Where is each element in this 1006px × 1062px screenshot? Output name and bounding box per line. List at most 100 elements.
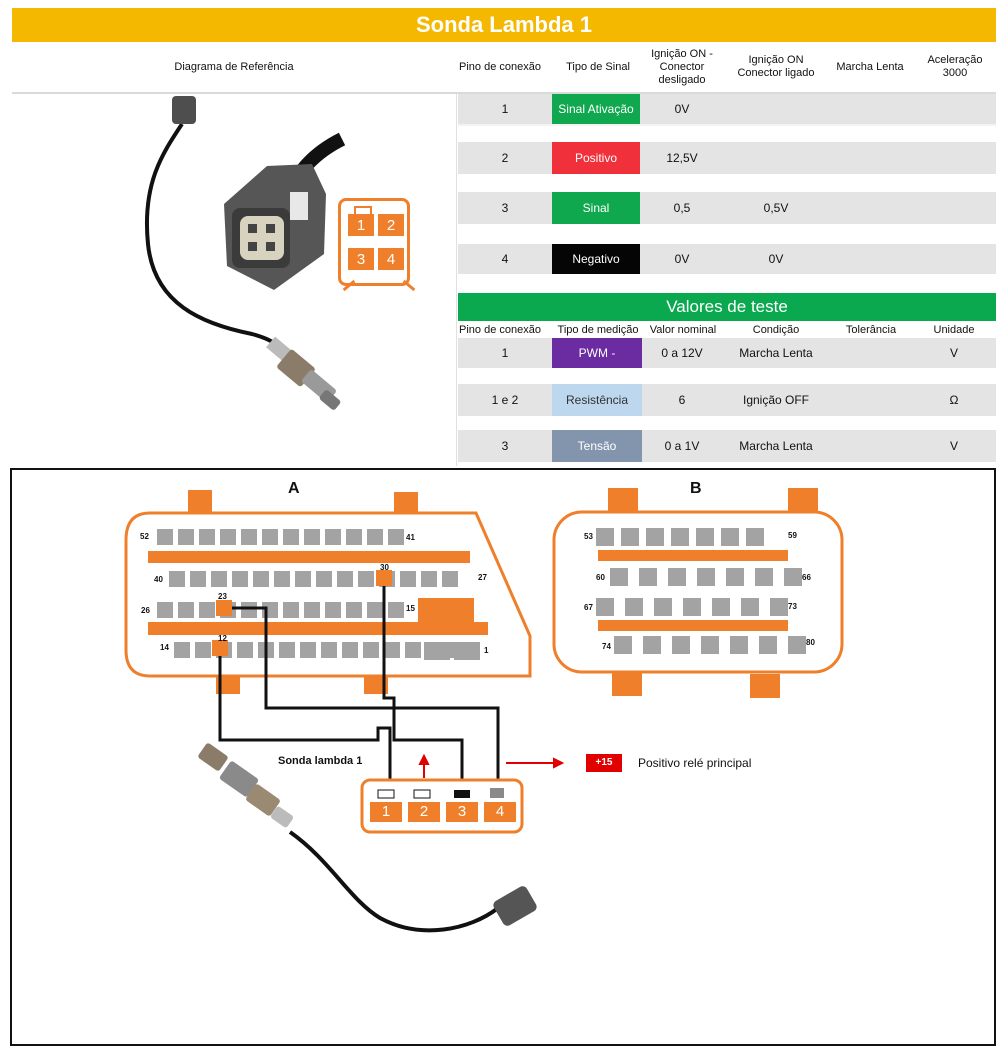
sensor-pin-3: 3 — [457, 803, 467, 820]
a-pins-pin — [346, 602, 362, 618]
b-pins-pin — [730, 636, 748, 654]
table-row — [458, 94, 996, 124]
a-pin-30-highlight — [376, 570, 392, 586]
signal-badge: Negativo — [552, 244, 640, 274]
a-pins-pin — [241, 602, 257, 618]
header-accel: Aceleração 3000 — [927, 54, 983, 79]
pinout-1: 1 — [348, 214, 374, 236]
a-pins-pin — [232, 571, 248, 587]
measurement-badge: PWM - — [552, 338, 642, 368]
header-ign-on-connected: Ignição ON Conector ligado — [737, 54, 815, 79]
sensor-pin-2-slot — [413, 789, 431, 799]
b-pin-label: 59 — [788, 531, 797, 540]
b-pins-pin — [701, 636, 719, 654]
a-pins-pin — [405, 642, 421, 658]
b-pins-pin — [755, 568, 773, 586]
unit-value: V — [949, 439, 958, 453]
measurement-badge: Resistência — [552, 384, 642, 416]
a-pins-pin — [388, 602, 404, 618]
b-pins-pin — [726, 568, 744, 586]
test-table: 1 PWM - 0 a 12V Marcha Lenta V 1 e 2 Res… — [458, 338, 996, 466]
a-pin-label: 30 — [380, 563, 389, 572]
condition-value: Ignição OFF — [742, 393, 810, 407]
relay-badge: +15 — [595, 757, 613, 768]
a-pins-pin — [346, 529, 362, 545]
b-pins-pin — [596, 528, 614, 546]
header-signal-type: Tipo de Sinal — [566, 60, 630, 73]
a-pin-label: 1 — [484, 646, 489, 655]
a-pins-pin — [174, 642, 190, 658]
unit-value: Ω — [949, 393, 959, 407]
a-pins-pin — [199, 602, 215, 618]
b-pins-pin — [712, 598, 730, 616]
b-pin-label: 53 — [584, 532, 593, 541]
a-pin-label: 26 — [141, 606, 150, 615]
sensor-pin-1-box — [370, 802, 402, 822]
sensor-pin-1-slot — [377, 789, 395, 799]
a-pins-pin — [157, 602, 173, 618]
b-pins-pin — [741, 598, 759, 616]
b-tab-bottom-right — [750, 674, 780, 698]
a-pins-pin — [454, 642, 480, 660]
a-pins-pin — [283, 602, 299, 618]
ecu-connector-a — [124, 490, 532, 694]
b-pins-pin — [639, 568, 657, 586]
a-pins-pin — [325, 529, 341, 545]
a-pins-pin — [274, 571, 290, 587]
reference-image-area: 1 2 3 4 — [12, 94, 457, 466]
sensor-pin-4-box — [484, 802, 516, 822]
relay-badge-bg — [586, 754, 622, 772]
a-pins-pin — [199, 529, 215, 545]
table-row — [458, 142, 996, 174]
b-pins-pin — [696, 528, 714, 546]
pinout-2: 2 — [378, 214, 404, 236]
a-pins-pin — [279, 642, 295, 658]
test-header-measurement: Tipo de medição — [557, 323, 639, 336]
b-pins-pin — [596, 598, 614, 616]
sensor-pin-2-box — [408, 802, 440, 822]
b-pins-pin — [746, 528, 764, 546]
b-pin-label: 67 — [584, 603, 593, 612]
header-ign-on-disconnected: Ignição ON - Conector desligado — [651, 47, 713, 86]
test-header-pin: Pino de conexão — [459, 323, 541, 336]
test-header-unit: Unidade — [933, 323, 975, 336]
unit-value: V — [949, 346, 958, 360]
b-pin-label: 80 — [806, 638, 815, 647]
b-pins-pin — [654, 598, 672, 616]
a-tab-left — [188, 490, 212, 514]
ecu-connector-b — [552, 488, 844, 698]
a-pin-label: 40 — [154, 575, 163, 584]
condition-value: Marcha Lenta — [739, 346, 813, 360]
nominal-value: 0 a 1V — [664, 439, 700, 453]
b-pins-pin — [671, 528, 689, 546]
a-pins-pin — [195, 642, 211, 658]
header-idle: Marcha Lenta — [836, 60, 904, 73]
a-pins-pin — [363, 642, 379, 658]
b-tab-bottom-left — [612, 672, 642, 696]
test-pin: 1 e 2 — [491, 393, 519, 407]
wiring-diagram-frame — [10, 468, 996, 1046]
table-row — [458, 430, 996, 462]
a-pins-pin — [384, 642, 400, 658]
a-pins-pin — [321, 642, 337, 658]
a-block — [418, 598, 474, 626]
a-pins-pin — [304, 602, 320, 618]
header-reference-diagram: Diagrama de Referência — [174, 60, 294, 73]
a-pins-pin — [241, 529, 257, 545]
test-header-tolerance: Tolerância — [845, 323, 897, 336]
b-pins-pin — [788, 636, 806, 654]
b-tab-right — [788, 488, 818, 512]
a-pin-23-highlight — [216, 600, 232, 616]
header-divider — [12, 92, 996, 94]
b-pins-pin — [721, 528, 739, 546]
probe-photo-icon — [266, 336, 341, 410]
b-pins-pin — [668, 568, 686, 586]
signal-badge: Sinal Ativação — [552, 94, 640, 124]
b-pins-pin — [625, 598, 643, 616]
sensor-pin-2: 2 — [419, 803, 429, 820]
b-pin-grid — [596, 528, 806, 654]
b-pins-pin — [614, 636, 632, 654]
measurement-badge: Tensão — [552, 430, 642, 462]
ign-off-value: 12,5V — [666, 151, 698, 165]
